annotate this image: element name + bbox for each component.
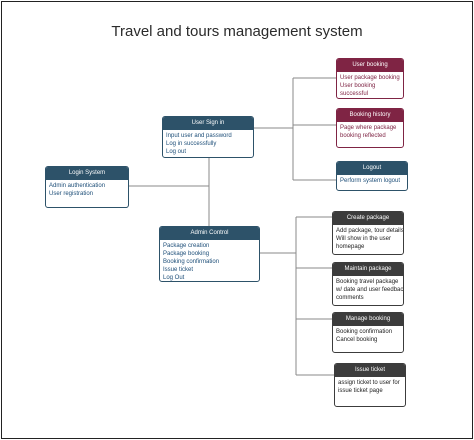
node-manage-booking: Manage booking Booking confirmation Canc… <box>332 312 404 353</box>
node-line: homepage <box>336 244 365 250</box>
node-admin-control: Admin Control Package creation Package b… <box>159 226 260 282</box>
diagram-title: Travel and tours management system <box>111 23 363 40</box>
node-title: Booking history <box>337 109 403 122</box>
node-line: Input user and password <box>166 133 232 139</box>
node-line: successful <box>340 91 369 97</box>
node-line: Page where package <box>340 125 397 131</box>
node-title: Maintain package <box>333 263 403 276</box>
node-line: Log out <box>166 149 187 155</box>
node-line: Log in successfully <box>166 141 217 147</box>
node-line: Add package, tour details <box>336 228 404 234</box>
node-line: booking reflected <box>340 133 386 139</box>
node-line: Admin authentication <box>49 183 106 189</box>
node-line: Package creation <box>163 243 210 249</box>
node-logout: Logout Perform system logout <box>336 161 408 191</box>
node-line: Log Out <box>163 275 185 281</box>
node-title: Admin Control <box>160 227 259 240</box>
node-line: Package booking <box>163 251 210 257</box>
node-login-system: Login System Admin authentication User r… <box>45 166 129 208</box>
node-user-booking: User booking User package booking User b… <box>336 58 404 99</box>
node-title: User booking <box>337 59 403 72</box>
node-title: Login System <box>46 167 128 180</box>
node-maintain-package: Maintain package Booking travel package … <box>332 262 404 306</box>
node-user-sign-in: User Sign in Input user and password Log… <box>162 116 254 158</box>
node-line: w/ date and user feedback <box>336 287 404 293</box>
node-line: Perform system logout <box>340 178 401 184</box>
node-title: Create package <box>333 212 403 225</box>
node-line: Booking confirmation <box>163 259 220 265</box>
node-line: Booking travel package <box>336 279 399 285</box>
node-title: Manage booking <box>333 313 403 326</box>
node-create-package: Create package Add package, tour details… <box>332 211 404 255</box>
node-line: Will show in the user <box>336 236 392 242</box>
node-line: comments <box>336 295 364 301</box>
node-title: Logout <box>337 162 407 175</box>
node-line: User registration <box>49 191 94 197</box>
node-line: issue ticket page <box>338 388 383 394</box>
node-line: Issue ticket <box>163 267 194 273</box>
node-line: User booking <box>340 83 376 89</box>
node-line: User package booking <box>340 75 400 81</box>
node-line: Booking confirmation <box>336 329 393 335</box>
node-line: Cancel booking <box>336 337 378 343</box>
node-line: assign ticket to user for <box>338 380 400 386</box>
node-issue-ticket: Issue ticket assign ticket to user for i… <box>334 363 406 407</box>
node-title: User Sign in <box>163 117 253 130</box>
node-booking-history: Booking history Page where package booki… <box>336 108 404 148</box>
node-title: Issue ticket <box>335 364 405 377</box>
